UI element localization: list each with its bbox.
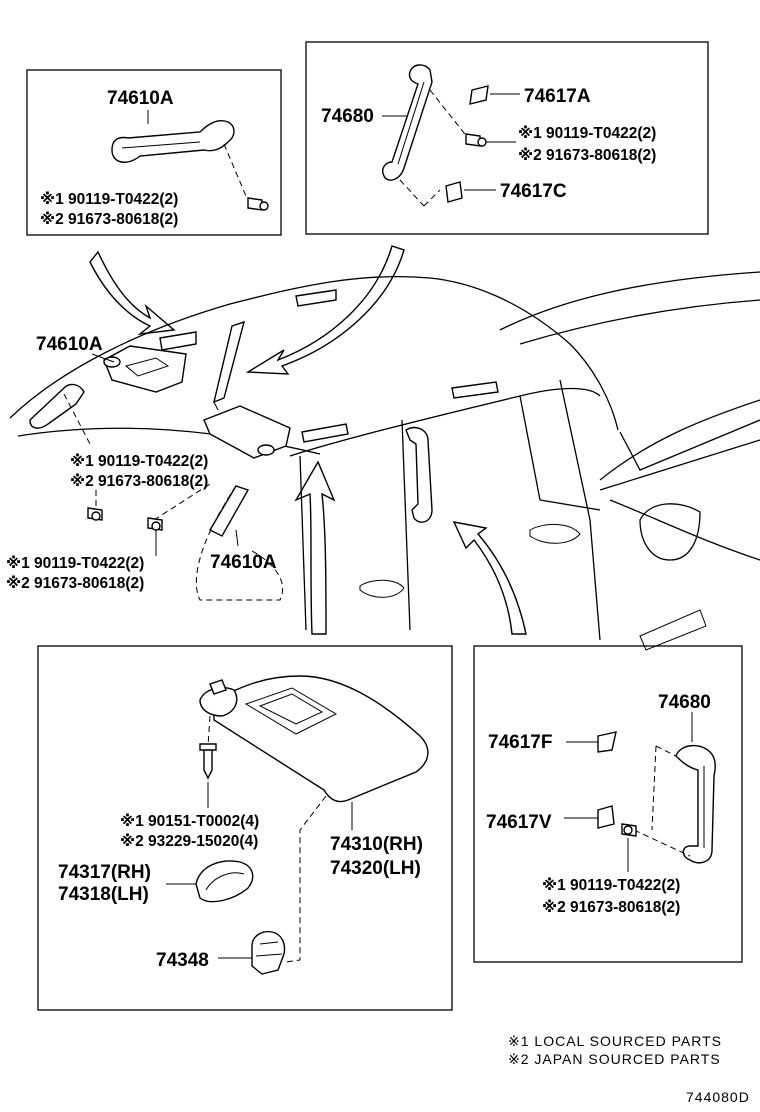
label-74610a-top: 74610A — [107, 88, 174, 109]
ref2-cabin-b: ※2 91673-80618(2) — [6, 574, 144, 592]
diagram-code: 744080D — [686, 1089, 750, 1105]
ref1-top-left: ※1 90119-T0422(2) — [40, 190, 178, 208]
legend-local: ※1 LOCAL SOURCED PARTS — [508, 1033, 722, 1049]
cap-74617f — [597, 731, 617, 753]
ref2-visor: ※2 93229-15020(4) — [120, 832, 258, 850]
box-top-left: 74610A ※1 90119-T0422(2) ※2 91673-80618(… — [26, 69, 282, 236]
cabin-illustration: 74610A ※1 90119-T0422(2) ※2 91673-80618(… — [6, 245, 760, 651]
legend: ※1 LOCAL SOURCED PARTS ※2 JAPAN SOURCED … — [508, 1033, 750, 1105]
sun-visor-74310 — [213, 675, 429, 803]
cap-74617c — [445, 181, 463, 203]
ref2-top-right: ※2 91673-80618(2) — [518, 146, 656, 164]
pointer-arrow-icon — [294, 460, 336, 635]
screw-icon — [621, 823, 637, 837]
label-74318: 74318(LH) — [58, 884, 149, 905]
ref1-cabin-a: ※1 90119-T0422(2) — [70, 452, 208, 470]
label-74680-bottom: 74680 — [658, 692, 711, 713]
assist-grip-74610a — [111, 120, 235, 163]
label-74680-top: 74680 — [321, 106, 374, 127]
label-74348: 74348 — [156, 950, 209, 971]
ref1-visor: ※1 90151-T0002(4) — [120, 812, 259, 830]
ref1-cabin-b: ※1 90119-T0422(2) — [6, 554, 144, 572]
label-74317: 74317(RH) — [58, 862, 151, 883]
ref2-bottom-right: ※2 91673-80618(2) — [542, 898, 680, 916]
label-74320: 74320(LH) — [330, 858, 421, 879]
pointer-arrow-icon — [245, 245, 405, 375]
cap-74617v — [597, 805, 615, 829]
assist-grip-74680-bottom — [675, 745, 716, 864]
screw-icon — [199, 743, 217, 780]
ref2-top-left: ※2 91673-80618(2) — [40, 210, 178, 228]
b-pillar-grip — [405, 426, 433, 523]
box-bottom-left: ※1 90151-T0002(4) ※2 93229-15020(4) 7431… — [37, 645, 453, 1011]
box-top-right: 74680 74617A ※1 90119-T0422(2) ※2 91673-… — [305, 41, 709, 235]
label-74610a-pillar: 74610A — [210, 552, 277, 573]
ref2-cabin-a: ※2 91673-80618(2) — [70, 472, 208, 490]
visor-holder-74348 — [251, 930, 286, 975]
assist-grip-74680 — [382, 64, 433, 181]
legend-japan: ※2 JAPAN SOURCED PARTS — [508, 1051, 721, 1067]
pointer-arrow-icon — [89, 250, 176, 335]
screw-icon — [87, 507, 103, 521]
screw-icon — [465, 133, 487, 147]
pointer-arrow-icon — [452, 521, 527, 635]
screw-icon — [247, 197, 269, 211]
box-bottom-right: 74680 74617F 74617V ※1 90119-T0422(2) ※2… — [473, 645, 743, 963]
screw-icon — [147, 517, 163, 531]
sun-visor-right — [203, 405, 291, 459]
front-grip-74610a — [29, 383, 85, 429]
ref1-bottom-right: ※1 90119-T0422(2) — [542, 876, 680, 894]
label-74310: 74310(RH) — [330, 834, 423, 855]
visor-hinge — [199, 679, 238, 717]
label-74610a-front: 74610A — [36, 334, 103, 355]
sun-visor-left — [103, 345, 187, 393]
cap-74617a — [469, 85, 489, 105]
label-74617a: 74617A — [524, 86, 591, 107]
label-74617f: 74617F — [488, 732, 552, 753]
label-74617c: 74617C — [500, 181, 567, 202]
label-74617v: 74617V — [486, 812, 552, 833]
ref1-top-right: ※1 90119-T0422(2) — [518, 124, 656, 142]
vanity-mirror-cover — [195, 860, 254, 903]
